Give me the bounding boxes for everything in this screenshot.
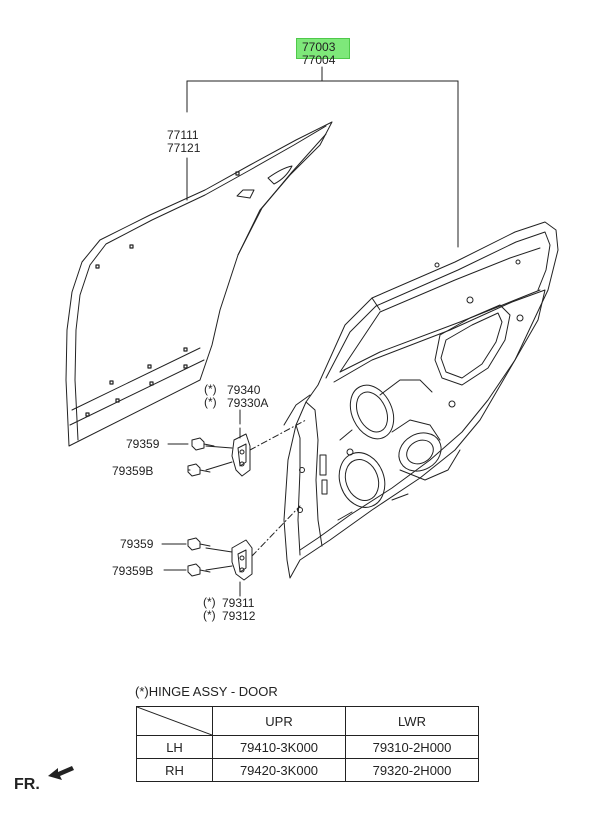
upper-bolt-b-code[interactable]: 79359B xyxy=(112,464,154,478)
lower-hinge-code-1[interactable]: 79311 xyxy=(222,596,255,610)
row-side-rh: RH xyxy=(136,758,213,782)
hinge-assy-table: UPR LWR LH 79410-3K000 79310-2H000 RH 79… xyxy=(136,706,479,782)
upper-hinge-marker-2: (*) xyxy=(204,395,217,409)
table-corner-cell xyxy=(136,706,213,736)
upper-hinge-code-1[interactable]: 79340 xyxy=(227,383,261,397)
diagonal-line xyxy=(137,707,212,735)
table-row: RH 79420-3K000 79320-2H000 xyxy=(136,758,479,782)
hinge-note: (*)HINGE ASSY - DOOR xyxy=(135,684,278,699)
bolt-icon xyxy=(187,463,201,477)
lower-hinge-marker-2: (*) xyxy=(203,608,216,622)
lower-hinge xyxy=(205,539,253,597)
assembly-code-1[interactable]: 77003 xyxy=(302,40,336,54)
front-direction-label: FR. xyxy=(14,776,40,793)
column-header-upr: UPR xyxy=(212,706,346,736)
part-number-cell[interactable]: 79410-3K000 xyxy=(212,735,346,759)
inner-door-frame xyxy=(283,221,559,579)
bolt-icon xyxy=(191,437,205,451)
assembly-code-2[interactable]: 77004 xyxy=(302,53,336,67)
column-header-lwr: LWR xyxy=(345,706,479,736)
panel-holes xyxy=(85,171,240,417)
upper-hinge xyxy=(205,409,251,477)
part-number-cell[interactable]: 79420-3K000 xyxy=(212,758,346,782)
upper-hinge-code-2[interactable]: 79330A xyxy=(227,396,269,410)
outer-door-panel xyxy=(65,121,333,447)
hinge-attachment-lines xyxy=(249,419,307,557)
front-arrow-icon xyxy=(48,766,74,780)
row-side-lh: LH xyxy=(136,735,213,759)
outer-panel-code-2[interactable]: 77121 xyxy=(167,141,201,155)
bolt-icon xyxy=(187,563,201,577)
part-number-cell[interactable]: 79320-2H000 xyxy=(345,758,479,782)
lower-bolt-code[interactable]: 79359 xyxy=(120,537,154,551)
outer-panel-code-1[interactable]: 77111 xyxy=(167,128,199,142)
upper-bolt-code[interactable]: 79359 xyxy=(126,437,160,451)
table-header-row: UPR LWR xyxy=(136,706,479,736)
table-row: LH 79410-3K000 79310-2H000 xyxy=(136,735,479,759)
bolts xyxy=(187,437,215,577)
bolt-leader-lines xyxy=(161,443,191,571)
lower-hinge-marker-1: (*) xyxy=(203,595,216,609)
part-number-cell[interactable]: 79310-2H000 xyxy=(345,735,479,759)
lower-bolt-b-code[interactable]: 79359B xyxy=(112,564,154,578)
upper-hinge-marker-1: (*) xyxy=(204,382,217,396)
assembly-leader-lines xyxy=(186,66,459,248)
lower-hinge-code-2[interactable]: 79312 xyxy=(222,609,256,623)
bolt-icon xyxy=(187,537,201,551)
assembly-highlight xyxy=(296,38,350,59)
